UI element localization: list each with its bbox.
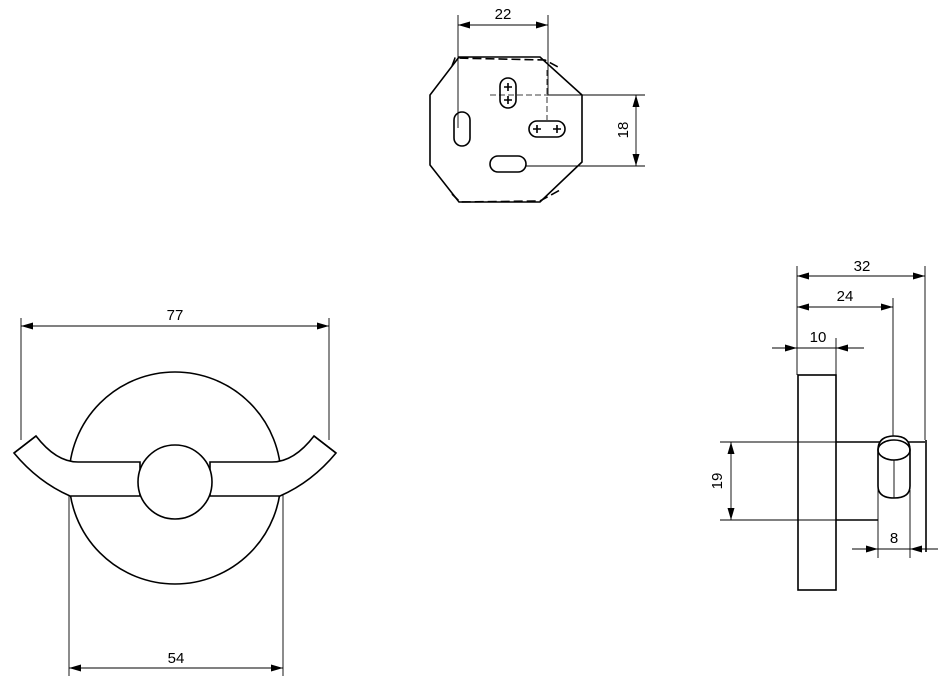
dim-side-height: 19 <box>709 473 726 490</box>
screw-marks <box>504 83 561 133</box>
hook-tip-right <box>313 435 337 454</box>
dim-side-hook-dia: 8 <box>890 530 898 547</box>
hook-arm-left <box>12 434 141 497</box>
side-view: 32 24 10 19 8 <box>709 258 938 591</box>
dim-22-extensions <box>457 15 549 128</box>
hook-arm-right <box>209 434 338 497</box>
center-boss <box>137 444 213 520</box>
dim-19-extensions <box>720 441 836 521</box>
dim-77-extensions <box>20 318 330 440</box>
wall-plate <box>797 374 837 591</box>
front-view-double-hook: 77 54 <box>12 307 338 676</box>
plate-hidden-outline <box>451 57 561 203</box>
dim-side-depth-hook: 24 <box>837 288 854 305</box>
vertical-slot-left <box>453 111 471 147</box>
dim-top-height: 18 <box>615 122 632 139</box>
dim-front-width: 77 <box>167 307 184 324</box>
dim-18-extensions <box>525 94 645 167</box>
horizontal-slot-middle <box>528 120 566 138</box>
dim-32-extensions <box>796 266 926 440</box>
dim-base-diameter: 54 <box>168 650 185 667</box>
dim-side-plate: 10 <box>810 329 827 346</box>
vertical-slot-upper <box>499 77 517 109</box>
dim-54-extensions <box>68 495 284 676</box>
top-view-mounting-plate: 22 18 <box>429 6 645 203</box>
dim-top-width: 22 <box>495 6 512 23</box>
hook-tip-left <box>13 435 37 454</box>
horizontal-slot-lower <box>489 155 527 173</box>
dim-8-extensions <box>877 486 911 558</box>
plate-outline <box>429 56 583 203</box>
dim-side-depth-total: 32 <box>854 258 871 275</box>
